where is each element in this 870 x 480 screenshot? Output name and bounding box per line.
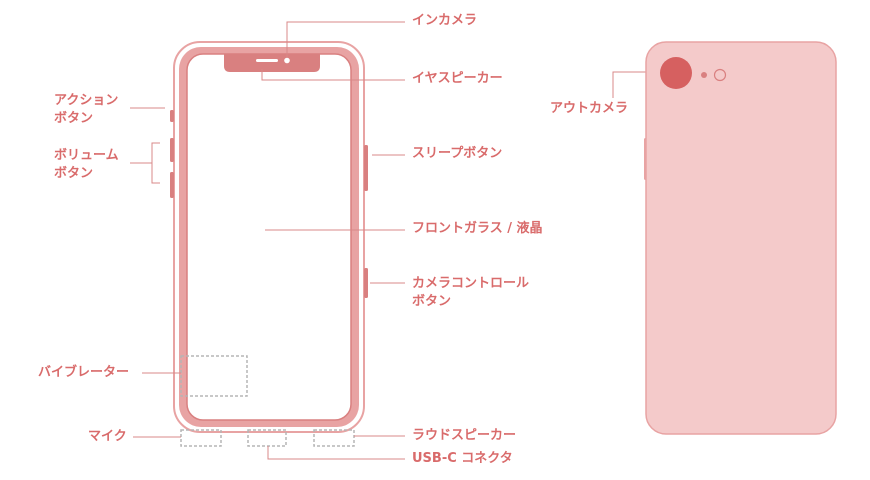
rear-flash bbox=[713, 68, 727, 82]
loudspeaker-label: ラウドスピーカー bbox=[412, 428, 517, 443]
mic-box bbox=[180, 429, 222, 447]
microphone-label: マイク bbox=[88, 429, 127, 444]
front-screen bbox=[186, 53, 352, 421]
volume-up-button bbox=[170, 138, 174, 162]
sleep-button bbox=[364, 145, 368, 191]
back-phone bbox=[644, 41, 837, 435]
notch bbox=[224, 54, 320, 72]
volume-buttons-label-line1: ボリューム bbox=[54, 148, 119, 163]
front-glass-label: フロントガラス / 液晶 bbox=[412, 221, 543, 236]
action-button-label-line2: ボタン bbox=[54, 111, 94, 126]
rear-camera-lens bbox=[660, 57, 692, 89]
vibrator-box bbox=[180, 355, 248, 397]
front-camera-dot bbox=[284, 57, 290, 64]
volume-down-button bbox=[170, 172, 174, 198]
earpiece-slot bbox=[256, 59, 278, 62]
sleep-button-label: スリープボタン bbox=[412, 146, 503, 161]
camera-control-button bbox=[364, 268, 368, 298]
leader-volume-bracket bbox=[151, 142, 160, 184]
loudspeaker-box bbox=[313, 429, 355, 447]
usb-c-label: USB-C コネクタ bbox=[412, 451, 513, 466]
front-camera-label: インカメラ bbox=[412, 13, 478, 28]
camera-control-label-line2: ボタン bbox=[412, 294, 452, 309]
action-button-label-line1: アクション bbox=[54, 93, 119, 108]
rear-mic-dot bbox=[701, 72, 707, 78]
leader-lines bbox=[130, 21, 658, 460]
usb-c-box bbox=[247, 429, 287, 447]
vibrator-label: バイブレーター bbox=[38, 365, 130, 380]
earpiece-label: イヤスピーカー bbox=[412, 71, 503, 86]
action-button bbox=[170, 110, 174, 122]
camera-control-label-line1: カメラコントロール bbox=[412, 276, 530, 291]
leader-front-camera bbox=[286, 21, 405, 57]
rear-camera-label: アウトカメラ bbox=[550, 101, 629, 116]
leader-usb-c bbox=[267, 446, 405, 460]
leader-earpiece bbox=[261, 69, 405, 81]
volume-buttons-label-line2: ボタン bbox=[54, 166, 94, 181]
leader-rear-camera bbox=[612, 71, 658, 98]
front-phone bbox=[170, 41, 368, 447]
